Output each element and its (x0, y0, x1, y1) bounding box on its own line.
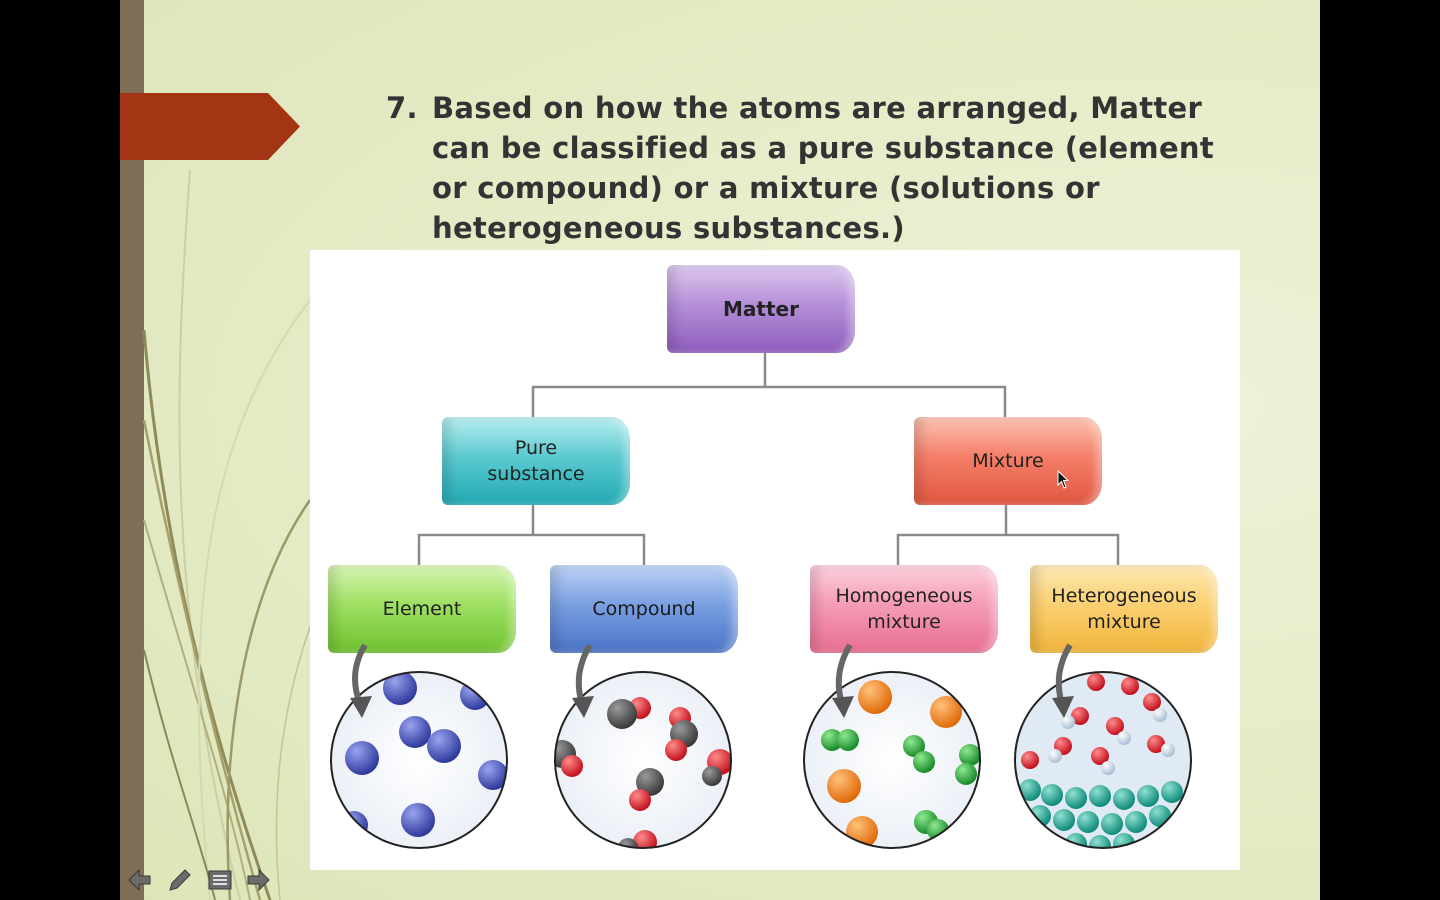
heterogeneous-mixture-node: Heterogeneous mixture (1030, 565, 1218, 653)
menu-icon[interactable] (206, 866, 234, 894)
compound-particles (554, 643, 732, 849)
mouse-pointer-icon (1057, 470, 1070, 489)
forward-arrow-icon[interactable] (244, 866, 272, 894)
pen-icon[interactable] (166, 866, 194, 894)
compound-node: Compound (550, 565, 738, 653)
slideshow-toolbar (120, 862, 290, 898)
decorative-grass-lines (142, 169, 320, 900)
matter-node: Matter (667, 265, 855, 353)
mixture-node: Mixture (914, 417, 1102, 505)
particle-illustrations (330, 643, 1192, 849)
title-arrow-banner (120, 93, 300, 160)
slide-heading: 7. Based on how the atoms are arranged, … (386, 88, 1246, 248)
back-arrow-icon[interactable] (126, 866, 154, 894)
homogeneous-particles (803, 643, 981, 849)
homogeneous-mixture-node: Homogeneous mixture (810, 565, 998, 653)
diagram-connectors (417, 353, 1120, 565)
slide-item-text: Based on how the atoms are arranged, Mat… (432, 91, 1215, 245)
matter-classification-diagram: Matter Pure substance Mixture Element Co… (310, 250, 1240, 870)
pure-substance-node: Pure substance (442, 417, 630, 505)
slide-item-number: 7. (386, 91, 418, 125)
element-node: Element (328, 565, 516, 653)
heterogeneous-particles (1014, 643, 1192, 849)
element-particles (330, 643, 508, 849)
presentation-slide: 7. Based on how the atoms are arranged, … (120, 0, 1320, 900)
